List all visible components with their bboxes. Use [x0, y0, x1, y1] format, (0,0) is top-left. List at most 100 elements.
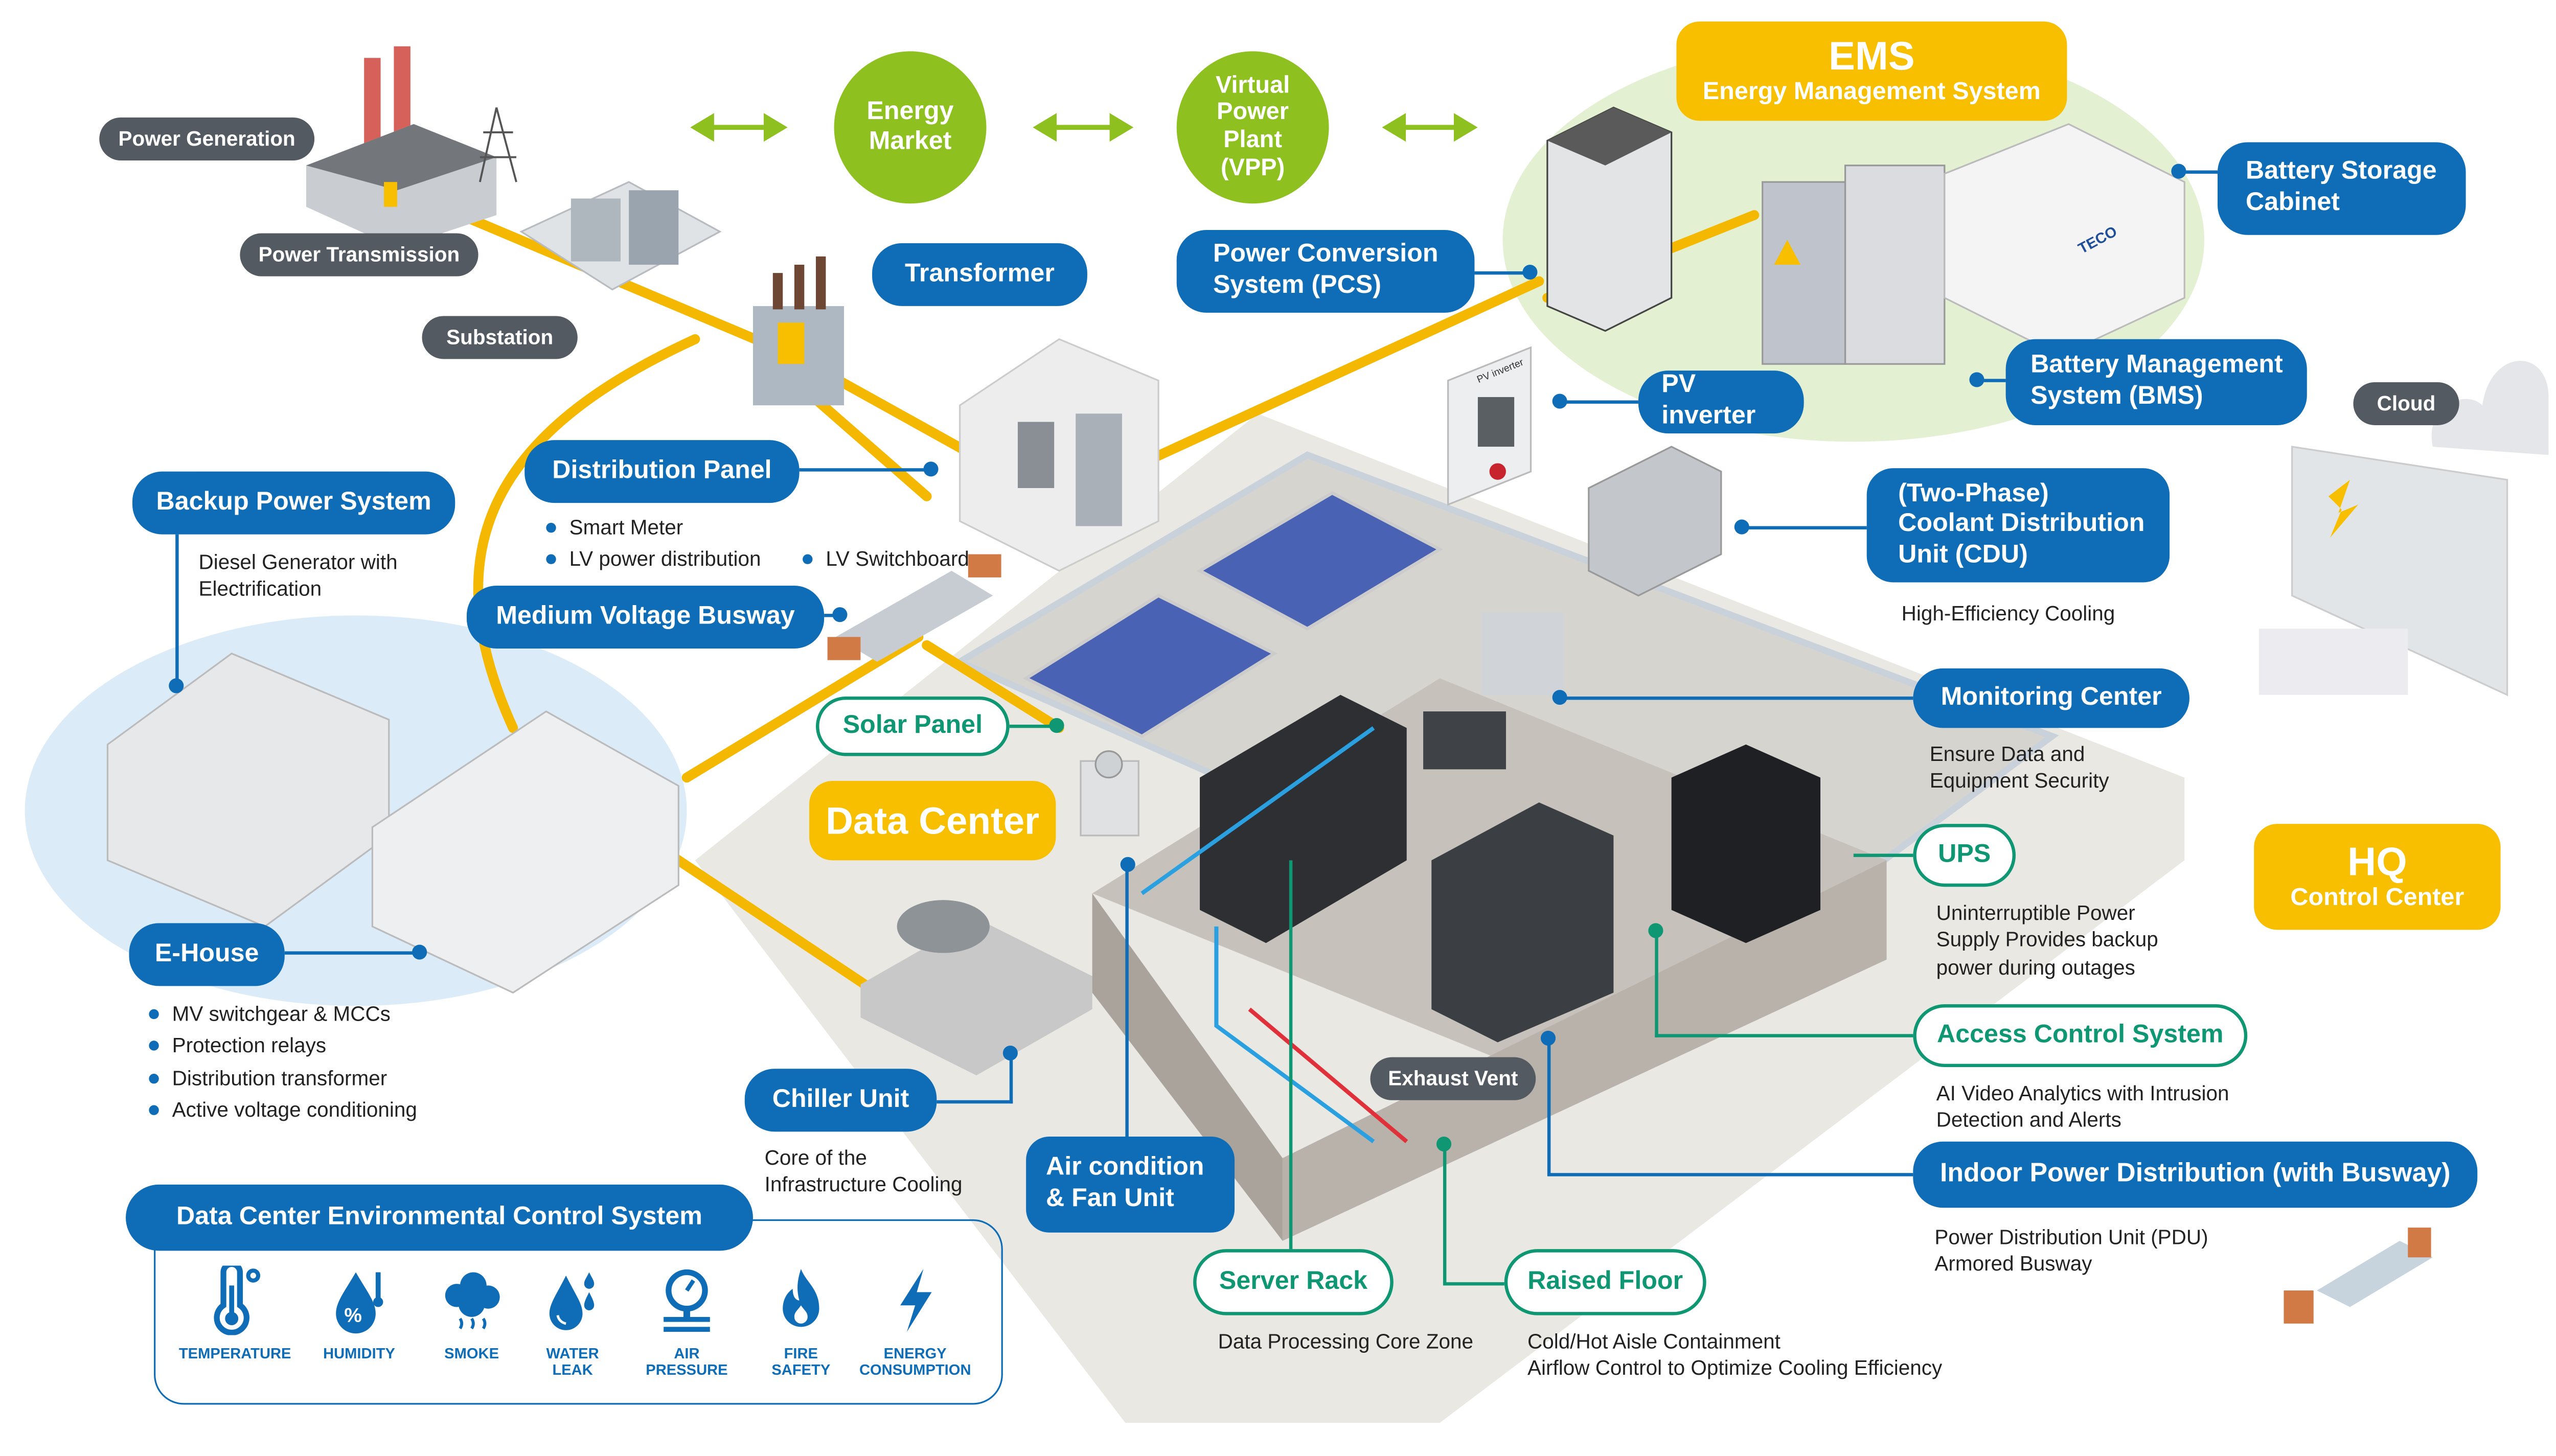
ems-title: EMS: [1829, 34, 1915, 79]
water-leak-icon: [549, 1272, 595, 1330]
hq-subtitle: Control Center: [2290, 884, 2464, 912]
battery-cabinet-illustration: [1762, 123, 2185, 365]
env-item-water-leak[interactable]: WATER LEAK: [515, 1266, 631, 1379]
raised-floor-desc-line1: Cold/Hot Aisle Containment: [1527, 1330, 1781, 1354]
humidity-icon: %: [336, 1272, 383, 1334]
substation-label: Substation: [422, 316, 578, 359]
vpp-circle: Virtual Power Plant (VPP): [1176, 51, 1329, 204]
aircon-unit-illustration: [1080, 750, 1139, 837]
env-item-water-leak-label-2: LEAK: [552, 1362, 593, 1379]
pv-inverter-text: PV inverter: [1661, 371, 1756, 430]
thermometer-icon: [214, 1265, 261, 1335]
data-center-title: Data Center: [826, 798, 1040, 842]
monitoring-connector: [1564, 696, 1913, 700]
env-item-fire-safety[interactable]: FIRE SAFETY: [743, 1266, 859, 1379]
monitoring-description: Ensure Data and Equipment Security: [1930, 741, 2109, 795]
cdu-description: High-Efficiency Cooling: [1901, 602, 2115, 626]
backup-power-text: Backup Power System: [156, 488, 431, 516]
market-arrows: [690, 113, 1478, 142]
generator-container-illustration: [106, 652, 679, 994]
ups-description: Uninterruptible Power Supply Provides ba…: [1936, 900, 2158, 981]
cdu-connector: [1746, 526, 1867, 529]
env-item-energy-consumption[interactable]: ENERGY CONSUMPTION: [857, 1266, 973, 1379]
raised-floor-text: Raised Floor: [1527, 1267, 1683, 1296]
pcs-label: Power Conversion System (PCS): [1176, 229, 1475, 313]
bms-label: Battery Management System (BMS): [2005, 339, 2307, 425]
env-item-temperature-label: TEMPERATURE: [178, 1345, 291, 1362]
chiller-unit-text: Chiller Unit: [772, 1084, 909, 1113]
aircon-connector: [1125, 863, 1129, 1137]
transformer-label: Transformer: [872, 243, 1087, 306]
cdu-illustration: [1588, 446, 1722, 597]
indoor-busway-illustration: [2284, 1228, 2433, 1324]
env-item-air-pressure-label-2: PRESSURE: [646, 1362, 728, 1379]
battery-storage-text-line2: Cabinet: [2246, 189, 2340, 217]
raised-floor-connector-dot: [1436, 1137, 1452, 1152]
vpp-text-line4: (VPP): [1221, 155, 1285, 182]
monitoring-center-text: Monitoring Center: [1941, 683, 2162, 711]
pcs-text-line2: System (PCS): [1213, 271, 1382, 299]
indoor-power-text: Indoor Power Distribution (with Busway): [1939, 1160, 2451, 1189]
env-item-fire-safety-label-2: SAFETY: [771, 1362, 831, 1379]
substation-text: Substation: [446, 326, 554, 350]
env-item-temperature[interactable]: TEMPERATURE: [177, 1265, 293, 1362]
vpp-text-line3: Plant: [1223, 127, 1282, 154]
indoor-power-connector-dot: [1540, 1030, 1556, 1046]
env-item-air-pressure-label-1: AIR: [674, 1345, 700, 1362]
monitoring-center-label: Monitoring Center: [1913, 668, 2189, 728]
ups-desc-line1: Uninterruptible Power: [1936, 902, 2135, 925]
airflow-ducts: [1140, 726, 1408, 1143]
bullet-protection-relays: Protection relays: [149, 1031, 417, 1064]
server-rack-connector: [1289, 860, 1293, 1250]
energy-market-text: Energy Market: [866, 98, 954, 156]
bms-connector: [1979, 379, 2006, 382]
transmission-tower-illustration: [478, 107, 517, 182]
access-desc-line2: Detection and Alerts: [1936, 1108, 2121, 1133]
aircon-text-line1: Air condition: [1045, 1153, 1204, 1182]
server-racks-illustration: [1200, 695, 1821, 1043]
indoor-desc-line2: Armored Busway: [1934, 1253, 2092, 1276]
hq-title-box: HQ Control Center: [2254, 824, 2501, 930]
env-item-smoke-label: SMOKE: [444, 1345, 499, 1362]
power-transmission-label: Power Transmission: [240, 233, 478, 276]
solar-panel-connector: [1009, 724, 1051, 728]
pv-inverter-label: PV inverter: [1638, 371, 1804, 434]
distribution-house-illustration: [959, 338, 1159, 572]
env-item-humidity[interactable]: % HUMIDITY: [301, 1266, 417, 1362]
access-control-text: Access Control System: [1937, 1021, 2224, 1049]
monitoring-desc-line2: Equipment Security: [1929, 770, 2109, 793]
bullet-lv-switchboard: LV Switchboard: [803, 544, 969, 576]
bms-connector-dot: [1969, 372, 1984, 387]
svg-text:%: %: [344, 1305, 362, 1327]
monitoring-desk-illustration: [1423, 612, 1564, 770]
ups-text: UPS: [1938, 840, 1991, 869]
battery-storage-text-line1: Battery Storage: [2246, 157, 2437, 186]
cloud-label: Cloud: [2353, 382, 2459, 425]
env-control-title: Data Center Environmental Control System: [126, 1184, 753, 1251]
vpp-text-line2: Power: [1217, 100, 1289, 127]
power-plant-illustration: [306, 46, 497, 248]
monitoring-connector-dot: [1552, 689, 1567, 705]
pcs-connector: [1474, 271, 1528, 275]
cdu-label: (Two-Phase) Coolant Distribution Unit (C…: [1866, 468, 2170, 583]
bms-text-line2: System (BMS): [2030, 382, 2203, 410]
pcs-text-line1: Power Conversion: [1213, 240, 1439, 269]
raised-floor-label: Raised Floor: [1504, 1249, 1706, 1315]
raised-floor-connector-h: [1443, 1282, 1504, 1286]
power-generation-label: Power Generation: [99, 117, 315, 161]
env-item-air-pressure[interactable]: AIR PRESSURE: [629, 1266, 745, 1379]
solar-panels-illustration: [1022, 491, 1444, 738]
env-item-energy-label-1: ENERGY: [883, 1345, 947, 1362]
env-item-energy-label-2: CONSUMPTION: [859, 1362, 971, 1379]
env-item-smoke[interactable]: SMOKE: [414, 1266, 530, 1362]
raised-floor-description: Cold/Hot Aisle Containment Airflow Contr…: [1527, 1329, 1942, 1382]
fire-icon: [783, 1269, 819, 1327]
ems-title-box: EMS Energy Management System: [1676, 21, 2067, 121]
bullet-lv-power-distribution: LV power distribution: [546, 545, 761, 577]
cloud-illustration: [2431, 361, 2549, 455]
distribution-bullets-left: Smart Meter LV power distribution: [546, 513, 761, 577]
ehouse-bullets: MV switchgear & MCCs Protection relays D…: [149, 999, 417, 1127]
smoke-icon: [445, 1272, 500, 1330]
aircon-connector-dot: [1120, 857, 1135, 872]
